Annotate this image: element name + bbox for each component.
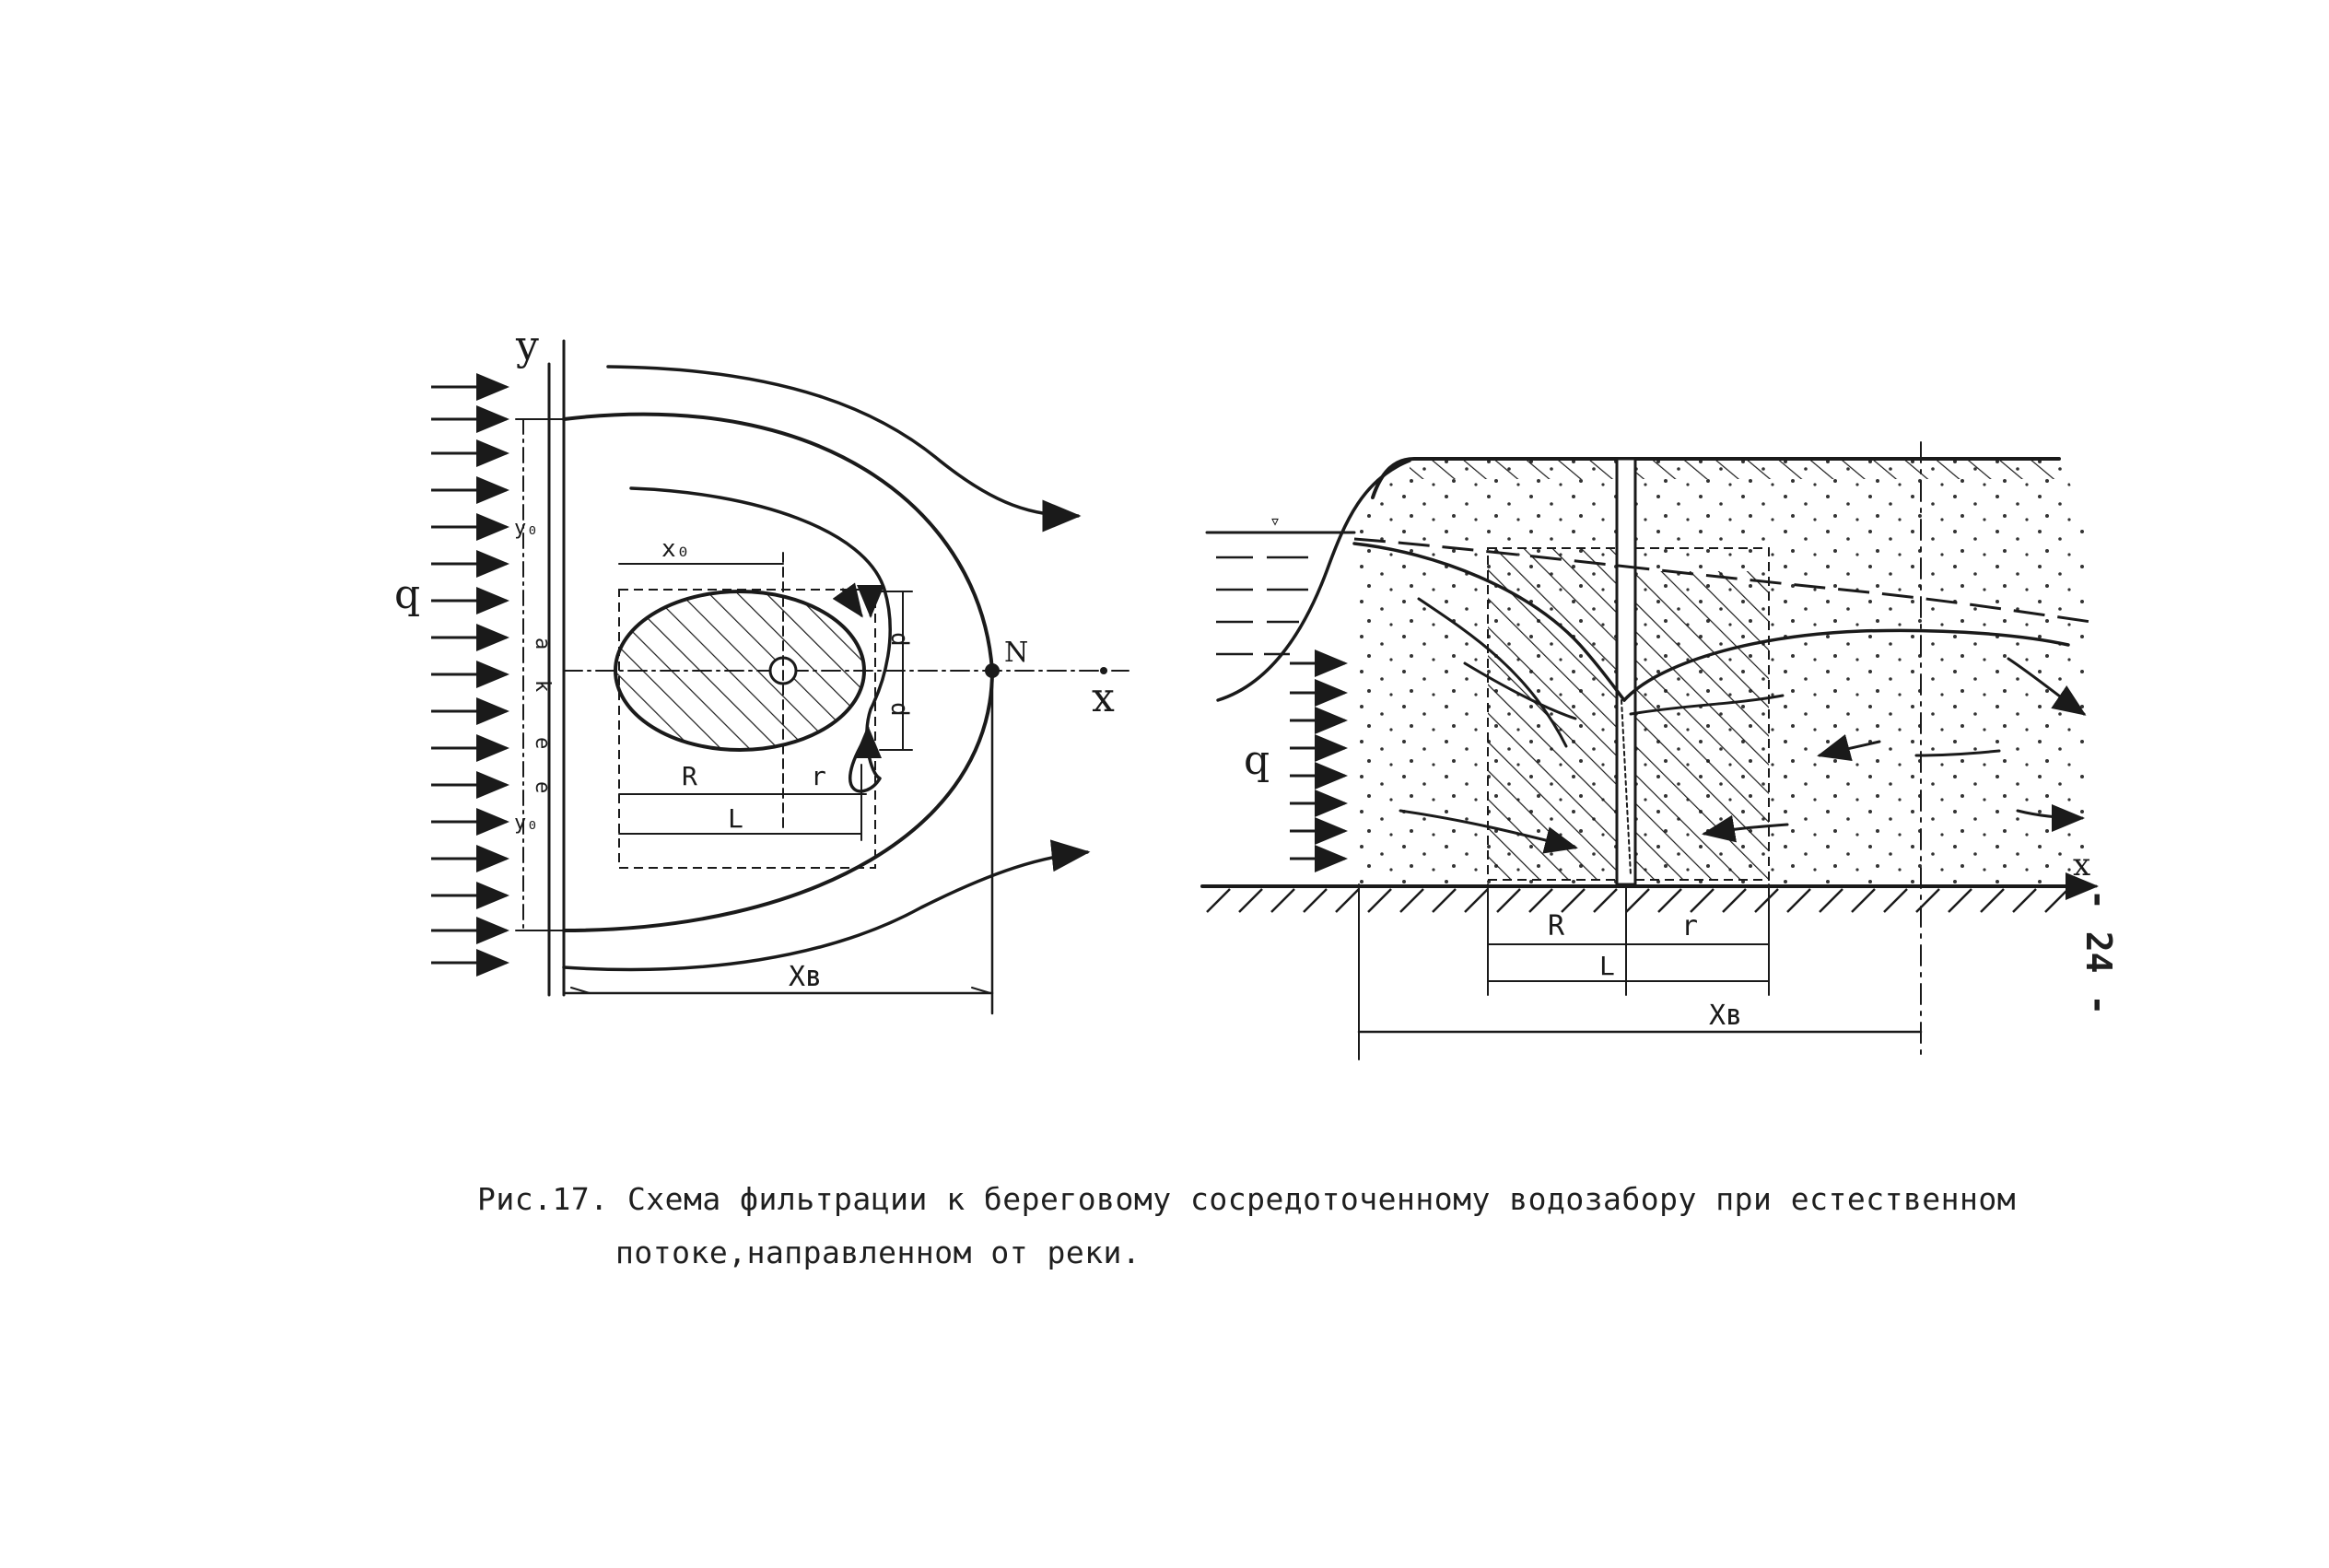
depression-zone-box: [618, 589, 876, 869]
section-dim-r-label: r: [1681, 910, 1698, 942]
side-label-e2: e: [531, 781, 554, 793]
streamline-2: [1463, 661, 1577, 720]
section-dim-xb-label: Xʙ: [1709, 1000, 1742, 1032]
river-water-ticks: [1216, 556, 1308, 656]
y-axis-label: y: [515, 322, 539, 369]
section-flow-arrows: [1290, 649, 1348, 872]
side-label-a: a: [531, 638, 554, 649]
depression-zone-right: [1635, 571, 1769, 880]
outer-streamline-bottom: [562, 839, 1091, 972]
side-label-y0-bottom: y₀: [514, 812, 539, 835]
cone-line-left: [1352, 542, 1626, 702]
dim-r-label: r: [811, 761, 826, 791]
water-level-mark: ▿: [1270, 509, 1281, 532]
ground-surface-hatch: [1410, 459, 2059, 479]
x-axis-label: x: [1092, 674, 1115, 721]
figure-caption-line2: потоке,направленном от реки.: [615, 1235, 1141, 1270]
natural-water-table: [1353, 537, 2092, 624]
dim-x0-label: x₀: [661, 535, 690, 563]
side-label-e: e: [531, 737, 554, 749]
dim-d-upper-label: d: [885, 632, 913, 647]
side-label-y0-top: y₀: [514, 517, 539, 540]
depression-zone-left: [1488, 548, 1617, 880]
dim-R-label: R: [682, 761, 697, 791]
inner-streamline: [629, 486, 892, 793]
section-x-axis-label: x: [2073, 847, 2090, 883]
streamline-3: [1399, 809, 1578, 854]
well-pipe: [1615, 457, 1637, 886]
side-label-k: k: [531, 680, 554, 692]
dim-L-label: L: [728, 803, 743, 834]
figure-caption-line1: Рис.17. Схема фильтрации к береговому со…: [477, 1181, 2017, 1217]
section-dim-L-label: L: [1599, 951, 1615, 981]
streamline-6: [1914, 749, 2001, 757]
streamline-4: [1629, 694, 1785, 716]
streamline-8: [2007, 657, 2087, 716]
streamline-1: [1417, 597, 1568, 748]
section-dim-R-label: R: [1548, 910, 1565, 942]
flow-q-label: q: [394, 571, 420, 618]
outer-streamline-top: [606, 365, 1082, 532]
ground-surface-line: [1371, 457, 2061, 499]
base-hatch: [1206, 888, 2069, 913]
point-N-label: N: [1004, 637, 1028, 669]
depression-zone-ellipse: [614, 590, 866, 752]
streamline-5: [1817, 734, 1881, 761]
section-view: ▿ q: [1200, 441, 2099, 1060]
streamline-7: [1702, 814, 1789, 843]
river-bank-profile: [1216, 459, 1411, 702]
page-number: - 24 -: [2078, 889, 2119, 1016]
cone-line-right: [1622, 628, 2070, 702]
point-N-marker: [985, 663, 1000, 678]
dim-d-lower-label: d: [885, 702, 913, 717]
dim-xb-label: Xʙ: [789, 961, 822, 993]
section-flow-q-label: q: [1244, 737, 1270, 784]
plan-view: y q y₀ a k e e y: [394, 322, 1129, 1015]
flow-arrows: [431, 373, 509, 977]
streamline-9: [2016, 803, 2085, 832]
